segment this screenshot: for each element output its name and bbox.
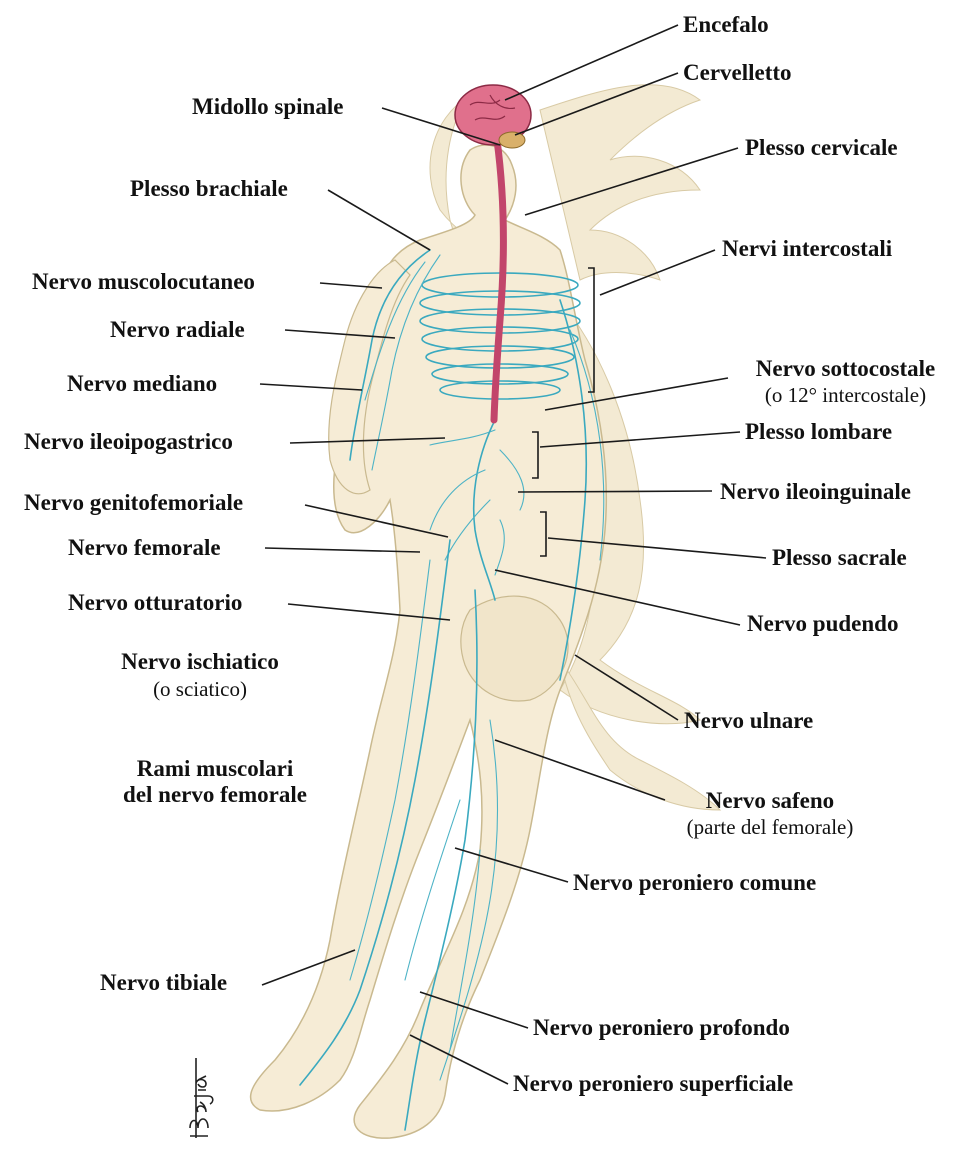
label-nervo-peroniero-profondo: Nervo peroniero profondo	[533, 1015, 790, 1041]
label-nervo-femorale: Nervo femorale	[68, 535, 221, 561]
label-nervo-pudendo: Nervo pudendo	[747, 611, 898, 637]
label-nervo-safeno-sub: (parte del femorale)	[660, 815, 880, 839]
label-nervo-peroniero-superficiale: Nervo peroniero superficiale	[513, 1071, 793, 1097]
label-nervo-sottocostale: Nervo sottocostale	[733, 356, 958, 382]
label-cervelletto: Cervelletto	[683, 60, 792, 86]
label-nervo-sottocostale-sub: (o 12° intercostale)	[733, 383, 958, 407]
label-midollo-spinale: Midollo spinale	[192, 94, 343, 120]
label-nervo-muscolocutaneo: Nervo muscolocutaneo	[32, 269, 255, 295]
label-nervo-ileoipogastrico: Nervo ileoipogastrico	[24, 429, 233, 455]
label-nervo-ileoinguinale: Nervo ileoinguinale	[720, 479, 911, 505]
label-rami-muscolari-2: del nervo femorale	[95, 782, 335, 808]
label-nervo-safeno: Nervo safeno	[660, 788, 880, 814]
label-nervo-radiale: Nervo radiale	[110, 317, 245, 343]
label-nervo-genitofemoriale: Nervo genitofemoriale	[24, 490, 243, 516]
label-rami-muscolari-1: Rami muscolari	[95, 756, 335, 782]
label-nervo-ulnare: Nervo ulnare	[684, 708, 813, 734]
artist-signature	[182, 1040, 224, 1155]
label-encefalo: Encefalo	[683, 12, 769, 38]
label-nervo-ischiatico-sub: (o sciatico)	[90, 677, 310, 701]
label-nervo-ischiatico: Nervo ischiatico	[90, 649, 310, 675]
label-plesso-sacrale: Plesso sacrale	[772, 545, 907, 571]
label-plesso-lombare: Plesso lombare	[745, 419, 892, 445]
label-nervo-mediano: Nervo mediano	[67, 371, 217, 397]
label-nervo-tibiale: Nervo tibiale	[100, 970, 227, 996]
label-plesso-brachiale: Plesso brachiale	[130, 176, 288, 202]
label-nervi-intercostali: Nervi intercostali	[722, 236, 892, 262]
label-plesso-cervicale: Plesso cervicale	[745, 135, 898, 161]
label-nervo-otturatorio: Nervo otturatorio	[68, 590, 242, 616]
label-nervo-peroniero-comune: Nervo peroniero comune	[573, 870, 816, 896]
